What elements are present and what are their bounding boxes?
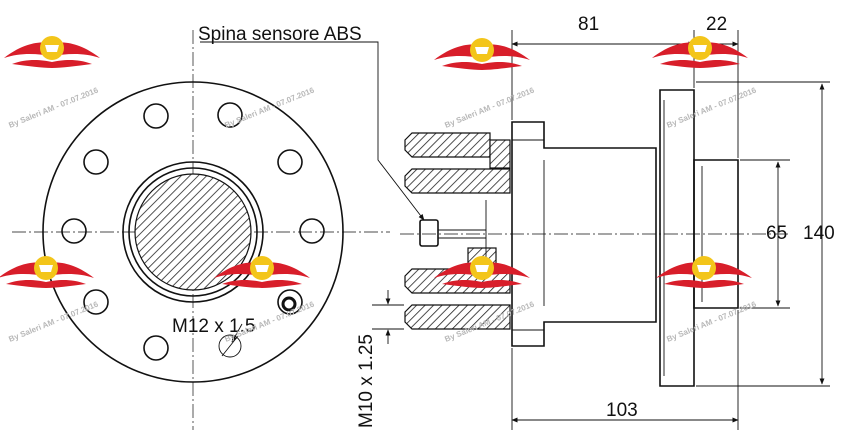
watermark-text: By Saleri AM - 07.07.2016 <box>7 85 100 129</box>
dim-65: 65 <box>766 223 787 244</box>
dim-81: 81 <box>578 14 599 35</box>
side-view: 81 22 65 140 103 M10 x 1.25 <box>200 14 835 430</box>
wheel-thread-label: M12 x 1.5 <box>172 316 255 337</box>
bolt-hole-1 <box>83 149 109 175</box>
abs-sensor-label: Spina sensore ABS <box>198 24 362 45</box>
bolt-hole-7 <box>143 335 169 361</box>
saleri-logo <box>652 36 748 68</box>
bolt-hole-2 <box>277 149 303 175</box>
saleri-logo <box>434 256 530 288</box>
bolt-hole-6 <box>277 289 303 315</box>
dim-103: 103 <box>606 400 638 421</box>
saleri-logo <box>4 36 100 68</box>
watermarks: By Saleri AM - 07.07.2016 By Saleri AM -… <box>0 36 758 344</box>
hub-bore-section <box>134 173 252 291</box>
dim-22: 22 <box>706 14 727 35</box>
watermark-text: By Saleri AM - 07.07.2016 <box>665 299 758 343</box>
bolt-hole-9 <box>143 103 169 129</box>
abs-leader-line <box>200 41 425 221</box>
saleri-logo <box>434 38 530 70</box>
hub-body <box>511 121 657 347</box>
bolt-hole-8 <box>217 102 243 128</box>
bolt-hole-5 <box>83 289 109 315</box>
saleri-logo <box>0 256 94 288</box>
bolt-hole-4 <box>299 218 325 244</box>
pilot-section <box>693 159 739 309</box>
front-view <box>12 30 390 430</box>
abs-sensor-pin <box>419 219 439 247</box>
wheel-stud-2 <box>404 168 511 194</box>
watermark-text: By Saleri AM - 07.07.2016 <box>443 85 536 129</box>
bolt-hole-3 <box>61 218 87 244</box>
flange-outline <box>42 81 344 383</box>
watermark-text: By Saleri AM - 07.07.2016 <box>223 85 316 129</box>
wheel-stud-4 <box>404 304 511 330</box>
wheel-stud-1 <box>404 132 491 158</box>
hub-thread-label: M10 x 1.25 <box>356 334 377 428</box>
thread-leader <box>231 323 243 343</box>
stud-head <box>489 139 511 169</box>
bearing-inner-ring <box>128 167 258 297</box>
thread-hole-marker <box>281 296 297 312</box>
flange-section <box>659 89 695 387</box>
thread-indicator <box>218 334 242 358</box>
dim-140: 140 <box>803 223 835 244</box>
bearing-ring <box>122 161 264 303</box>
watermark-text: By Saleri AM - 07.07.2016 <box>665 85 758 129</box>
